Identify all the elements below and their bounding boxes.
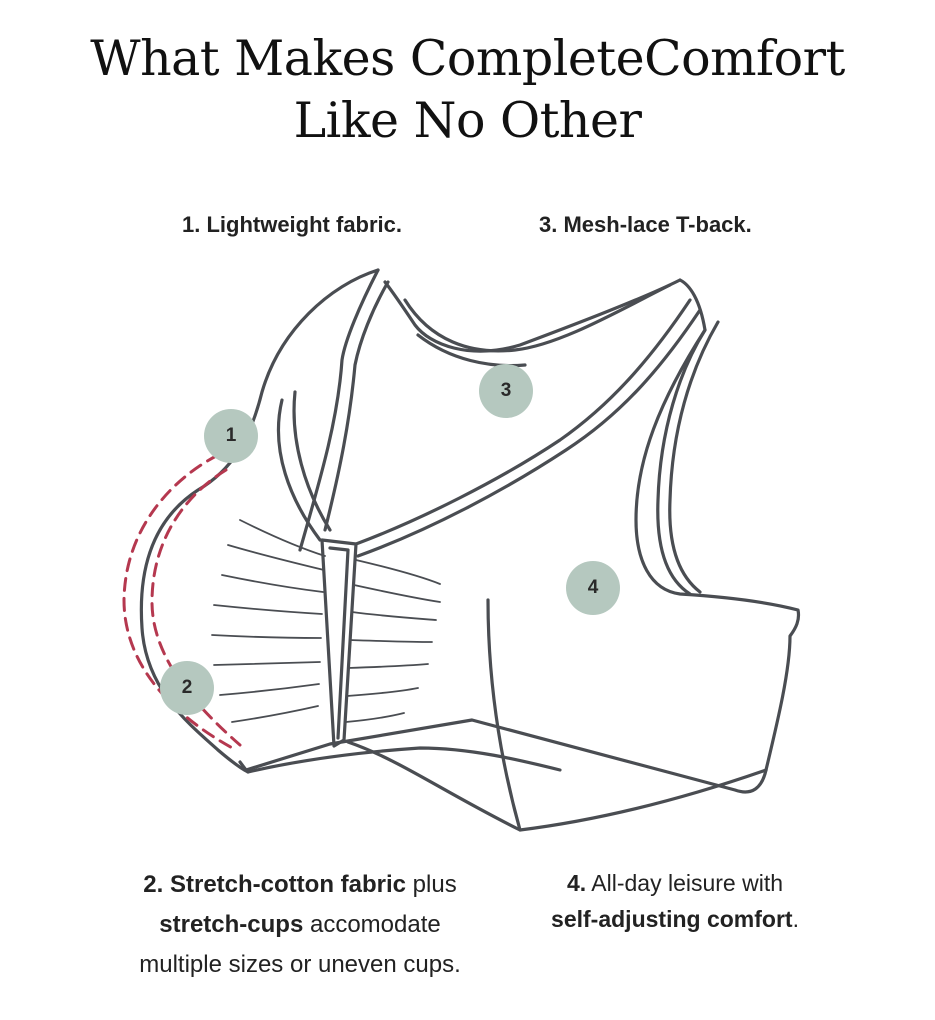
- front-center-strap-inner: [328, 546, 350, 740]
- ruching-line: [239, 519, 326, 557]
- caption4-bold1: self-adjusting comfort: [551, 906, 793, 932]
- ruching-line: [221, 574, 324, 593]
- caption2-text3: multiple sizes or uneven cups.: [139, 951, 461, 978]
- caption2-number: 2.: [143, 871, 164, 898]
- ruching-line-right: [355, 559, 441, 585]
- caption2-text2: accomodate: [303, 911, 441, 938]
- caption2-bold1: Stretch-cotton fabric: [169, 871, 406, 898]
- ruching-line-right: [346, 687, 419, 697]
- caption4-text1: All-day leisure with: [586, 870, 784, 896]
- ruching-line-right: [353, 584, 441, 603]
- ruching-line: [211, 634, 322, 639]
- title-line-2: Like No Other: [293, 92, 642, 149]
- right-cup-outline: [634, 278, 801, 772]
- label-mesh-lace-t-back: 3. Mesh-lace T-back.: [539, 212, 752, 237]
- right-strap-outer: [383, 278, 682, 353]
- caption-all-day-leisure: 4. All-day leisure with self-adjusting c…: [510, 865, 840, 937]
- center-panel-inner: [292, 390, 332, 532]
- left-cup-outline: [139, 268, 380, 774]
- ruching-line-right: [347, 663, 429, 669]
- band-lower-edge: [246, 746, 562, 774]
- badge-3: 3: [479, 364, 533, 418]
- side-seam: [486, 598, 522, 832]
- caption2-text1: plus: [406, 871, 457, 898]
- front-center-strap: [320, 538, 358, 748]
- label-lightweight-fabric: 1. Lightweight fabric.: [182, 212, 403, 237]
- ruching-line-right: [345, 712, 405, 723]
- ruching-line: [231, 705, 319, 723]
- caption2-bold2: stretch-cups: [159, 911, 304, 938]
- front-diagonal-edge: [354, 298, 692, 546]
- ruching-line-right: [349, 639, 433, 643]
- left-strap-inner: [323, 280, 390, 532]
- bottom-band: [238, 718, 768, 794]
- left-strap-outer: [298, 268, 380, 552]
- caption-stretch-cotton: 2. Stretch-cotton fabric plus stretch-cu…: [60, 865, 540, 985]
- ruching-line: [227, 544, 325, 571]
- caption4-text2: .: [792, 906, 799, 932]
- right-armhole-1: [656, 328, 707, 596]
- back-neckline: [403, 283, 672, 353]
- front-diagonal-edge-inner: [356, 308, 702, 558]
- center-panel-left: [276, 398, 322, 542]
- ruching-line: [219, 683, 320, 696]
- badge-1: 1: [204, 409, 258, 463]
- stretch-cup-dashed-inner: [150, 468, 242, 747]
- badge-4: 4: [566, 561, 620, 615]
- ruching-line-right: [351, 611, 437, 621]
- page-title: What Makes CompleteComfort Like No Other: [0, 28, 935, 152]
- title-line-1: What Makes CompleteComfort: [90, 30, 845, 87]
- right-armhole-2: [668, 320, 720, 594]
- caption4-number: 4.: [566, 870, 587, 896]
- badge-2: 2: [160, 661, 214, 715]
- ruching-line: [213, 661, 321, 666]
- stretch-cup-dashed-outer: [122, 453, 238, 752]
- ruching-line: [213, 604, 323, 615]
- bottom-hem: [346, 740, 768, 832]
